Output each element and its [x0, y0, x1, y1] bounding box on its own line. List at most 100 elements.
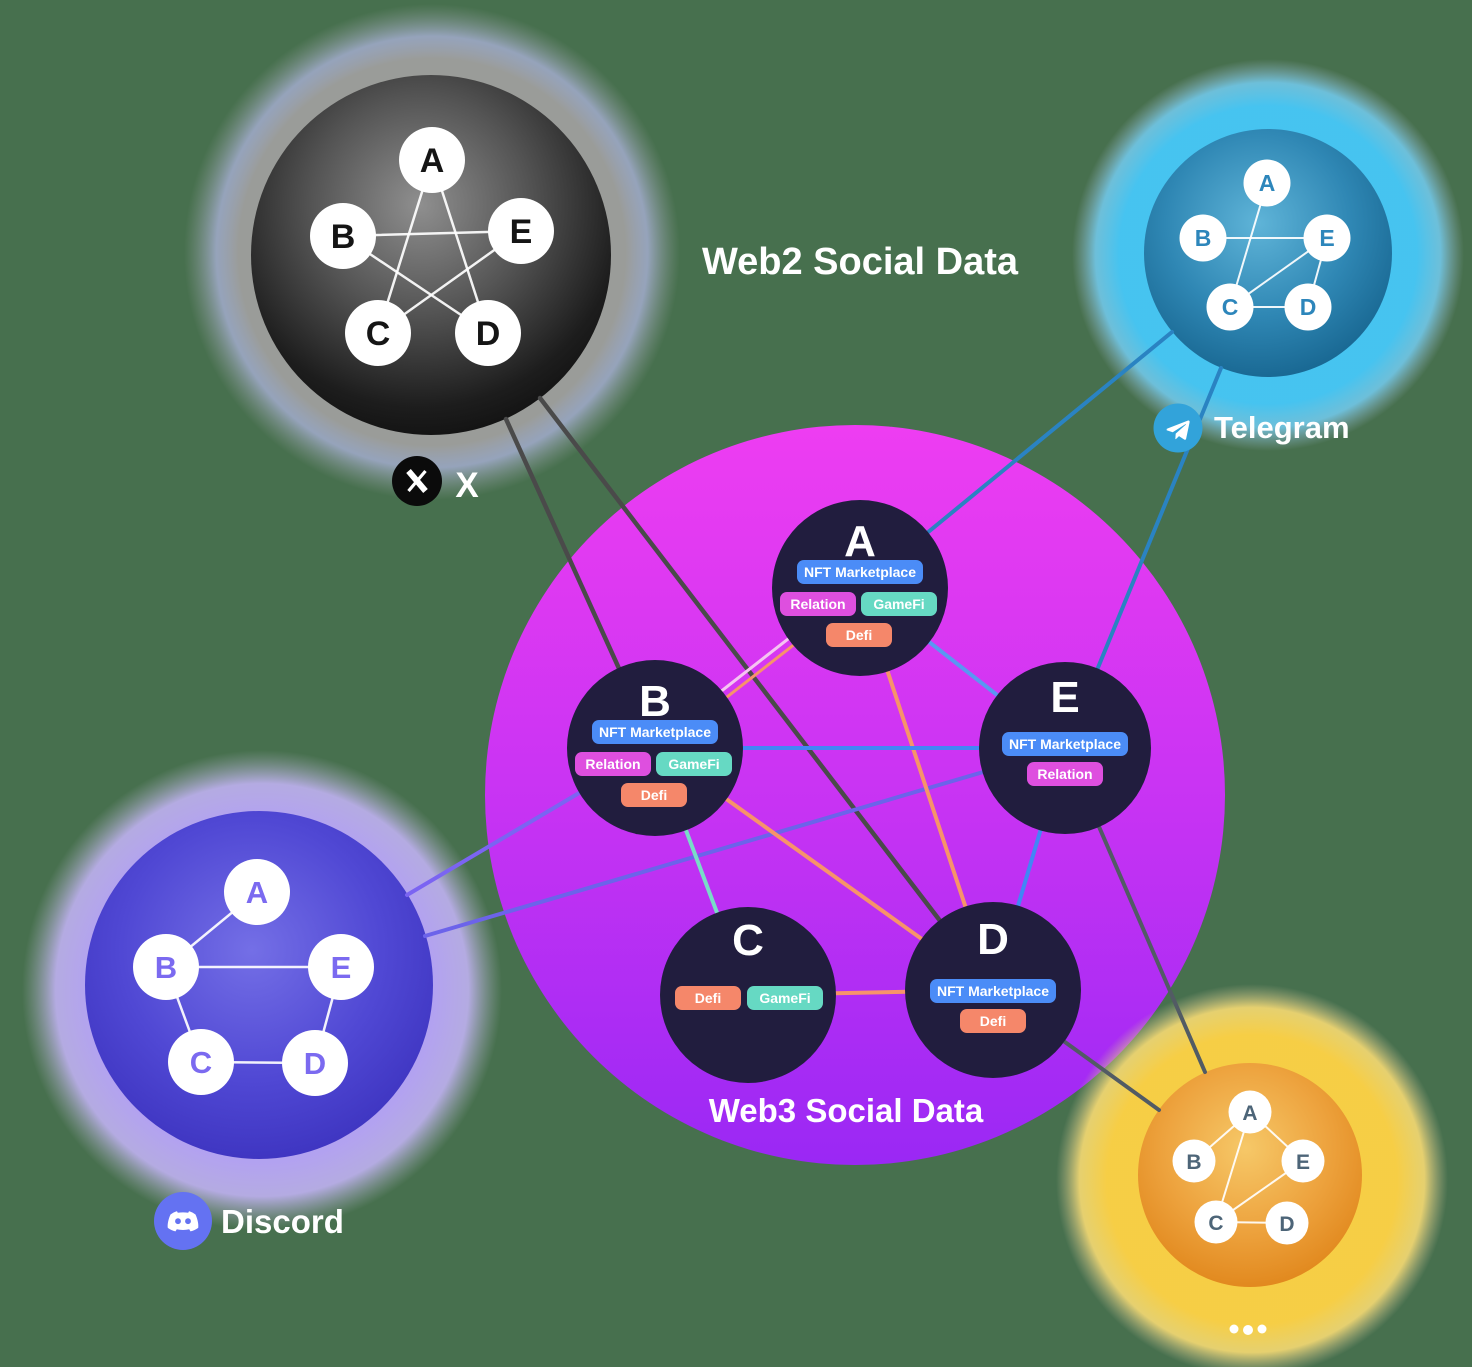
web2-title: Web2 Social Data: [702, 241, 1019, 283]
telegram-cluster-sphere: [1072, 59, 1464, 451]
x-node-c: C: [345, 300, 411, 366]
discord-platform-label: Discord: [221, 1203, 344, 1240]
discord-node-e: E: [308, 934, 374, 1000]
tag-nft-marketplace: NFT Marketplace: [797, 560, 923, 584]
svg-text:NFT Marketplace: NFT Marketplace: [599, 724, 711, 740]
more-platform-badge: [1229, 1324, 1267, 1335]
tag-defi: Defi: [675, 986, 741, 1010]
more-node-c: C: [1194, 1200, 1238, 1244]
svg-text:Defi: Defi: [641, 787, 667, 803]
x-node-a-label: A: [420, 142, 445, 180]
discord-node-b: B: [133, 934, 199, 1000]
discord-node-c-label: C: [190, 1045, 212, 1080]
more-node-b: B: [1172, 1139, 1216, 1183]
discord-node-c: C: [168, 1029, 234, 1095]
svg-text:Defi: Defi: [695, 990, 721, 1006]
discord-node-b-label: B: [155, 950, 177, 985]
x-node-e-label: E: [510, 213, 533, 251]
tag-nft-marketplace: NFT Marketplace: [592, 720, 718, 744]
discord-cluster-sphere: [22, 750, 502, 1230]
svg-text:Defi: Defi: [980, 1013, 1006, 1029]
telegram-node-a-label: A: [1259, 170, 1276, 196]
edge-x-to-d: [537, 395, 996, 993]
telegram-platform-label: Telegram: [1214, 410, 1350, 445]
web3-node-d: D NFT Marketplace Defi: [905, 902, 1081, 1078]
svg-text:Relation: Relation: [790, 596, 845, 612]
edge-discord-to-e: [423, 746, 1067, 938]
discord-cluster-graph: A B E C D: [133, 859, 374, 1096]
telegram-node-a: A: [1243, 159, 1291, 207]
telegram-node-d: D: [1284, 283, 1332, 331]
discord-platform-badge: Discord: [154, 1192, 344, 1250]
svg-text:Defi: Defi: [846, 627, 872, 643]
x-sphere: [251, 75, 611, 435]
svg-text:GameFi: GameFi: [873, 596, 924, 612]
x-node-a: A: [399, 127, 465, 193]
discord-icon: [154, 1192, 212, 1250]
more-node-a-label: A: [1242, 1102, 1257, 1125]
more-cluster-graph: A B E C D: [1172, 1090, 1325, 1245]
telegram-platform-badge: Telegram: [1153, 403, 1350, 453]
more-node-d: D: [1265, 1201, 1309, 1245]
x-node-e: E: [488, 198, 554, 264]
web3-node-b-label: B: [639, 677, 671, 726]
tag-relation: Relation: [780, 592, 856, 616]
web3-node-e-label: E: [1050, 673, 1079, 722]
telegram-cluster-graph: A B E C D: [1179, 159, 1351, 331]
discord-node-d: D: [282, 1030, 348, 1096]
tag-gamefi: GameFi: [861, 592, 937, 616]
web3-node-e: E NFT Marketplace Relation: [979, 662, 1151, 834]
x-node-b-label: B: [331, 218, 356, 256]
more-node-c-label: C: [1208, 1212, 1223, 1235]
svg-text:NFT Marketplace: NFT Marketplace: [804, 564, 916, 580]
svg-text:GameFi: GameFi: [668, 756, 719, 772]
more-node-b-label: B: [1186, 1151, 1201, 1174]
tag-gamefi: GameFi: [747, 986, 823, 1010]
discord-node-a: A: [224, 859, 290, 925]
svg-text:Relation: Relation: [1037, 766, 1092, 782]
svg-text:Relation: Relation: [585, 756, 640, 772]
x-node-d: D: [455, 300, 521, 366]
web3-node-a-label: A: [844, 517, 876, 566]
more-node-d-label: D: [1279, 1213, 1294, 1236]
web3-title: Web3 Social Data: [709, 1092, 984, 1129]
x-platform-label: X: [455, 466, 479, 505]
tag-gamefi: GameFi: [656, 752, 732, 776]
x-logo-icon: [392, 456, 442, 506]
telegram-node-d-label: D: [1300, 294, 1317, 320]
telegram-icon: [1153, 403, 1203, 453]
more-cluster-sphere: [1056, 984, 1448, 1367]
tag-nft-marketplace: NFT Marketplace: [1002, 732, 1128, 756]
web3-node-c: C Defi GameFi: [660, 907, 836, 1083]
telegram-node-c: C: [1206, 283, 1254, 331]
x-platform-badge: X: [392, 456, 479, 506]
telegram-node-c-label: C: [1222, 294, 1239, 320]
web3-node-d-label: D: [977, 915, 1009, 964]
discord-node-a-label: A: [246, 875, 268, 910]
svg-text:GameFi: GameFi: [759, 990, 810, 1006]
telegram-node-e: E: [1303, 214, 1351, 262]
x-node-b: B: [310, 203, 376, 269]
tag-relation: Relation: [575, 752, 651, 776]
more-node-a: A: [1228, 1090, 1272, 1134]
web3-node-a: A NFT Marketplace Relation GameFi Defi: [772, 500, 948, 676]
tag-relation: Relation: [1027, 762, 1103, 786]
web3-node-c-label: C: [732, 916, 764, 965]
svg-text:NFT Marketplace: NFT Marketplace: [937, 983, 1049, 999]
discord-node-d-label: D: [304, 1046, 326, 1081]
telegram-node-e-label: E: [1319, 225, 1334, 251]
x-node-c-label: C: [366, 315, 391, 353]
discord-node-e-label: E: [331, 950, 352, 985]
tag-defi: Defi: [826, 623, 892, 647]
tag-defi: Defi: [960, 1009, 1026, 1033]
x-cluster-graph: A B E C D: [310, 127, 554, 366]
web3-node-b: B NFT Marketplace Relation GameFi Defi: [567, 660, 743, 836]
svg-text:NFT Marketplace: NFT Marketplace: [1009, 736, 1121, 752]
telegram-node-b: B: [1179, 214, 1227, 262]
more-node-e-label: E: [1296, 1151, 1310, 1174]
x-node-d-label: D: [476, 315, 501, 353]
telegram-node-b-label: B: [1195, 225, 1212, 251]
ellipsis-icon: [1229, 1324, 1267, 1335]
